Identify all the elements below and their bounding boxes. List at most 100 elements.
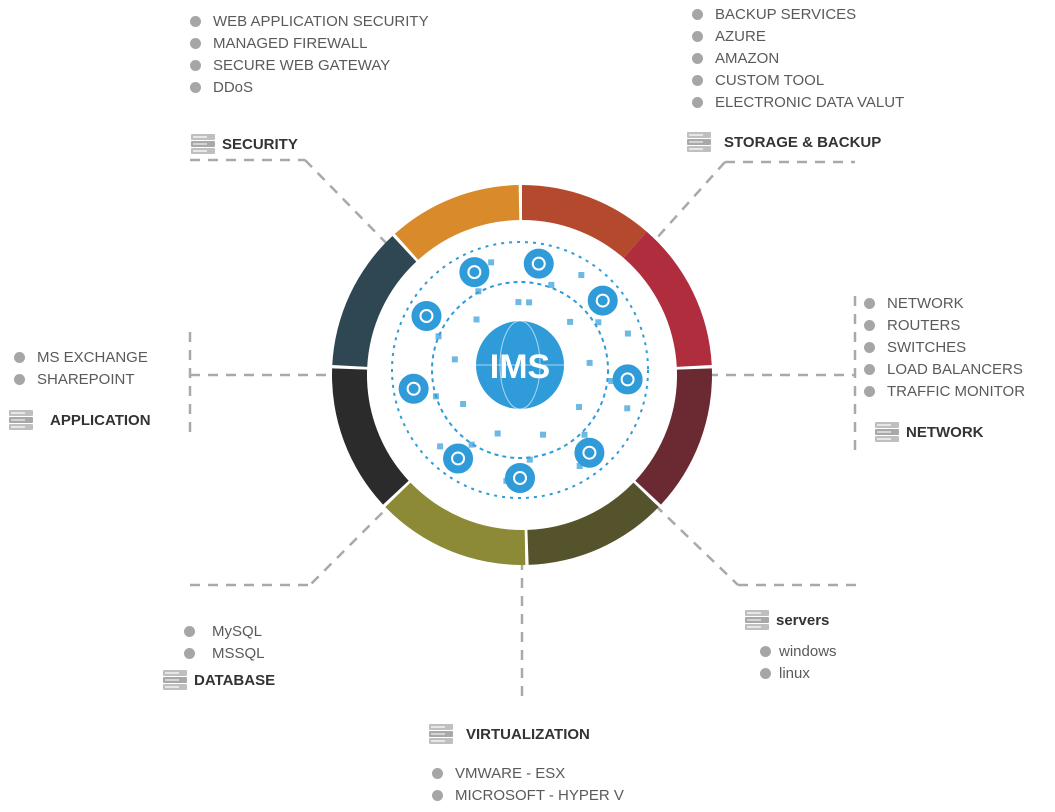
database-list: MySQL MSSQL [184,620,275,664]
database-stack-icon [686,131,712,153]
small-device-icon [473,316,480,323]
servers-heading: servers [744,606,837,634]
list-item: DDoS [190,76,429,98]
service-glyph-icon [582,445,597,460]
bullet-icon [864,385,875,397]
connector-lines [188,158,860,700]
small-device-icon [576,404,583,411]
network-list: NETWORK ROUTERS SWITCHES LOAD BALANCERS … [864,292,1025,402]
service-glyph-icon [419,309,434,323]
virtualization-heading: VIRTUALIZATION [428,720,624,748]
bullet-icon [190,37,201,49]
small-device-icon [427,302,434,309]
center-graphic: IMS [391,241,649,499]
list-item: NETWORK [864,292,1025,314]
small-device-icon [576,463,583,470]
service-bubble-icon [409,299,444,333]
small-device-icon [475,288,482,295]
list-item: SWITCHES [864,336,1025,358]
small-device-icon [548,281,555,288]
storage-heading: STORAGE & BACKUP [686,128,904,156]
bullet-icon [190,81,201,93]
small-device-icon [526,456,533,463]
service-bubble-icon [572,435,607,470]
bullet-icon [14,373,25,385]
list-item: ROUTERS [864,314,1025,336]
small-device-icon [460,401,467,407]
list-item: AMAZON [692,47,904,69]
bullet-icon [432,789,443,801]
database-stack-icon [162,669,188,691]
small-device-icon [578,272,585,279]
small-device-icon [567,318,574,325]
application-heading: APPLICATION [8,406,151,434]
virtualization-list: VMWARE - ESX MICROSOFT - HYPER V [432,762,624,806]
service-bubble-icon [441,441,476,476]
service-bubble-icon [521,246,556,281]
small-device-icon [435,333,442,340]
bullet-icon [864,363,875,375]
small-device-icon [540,431,547,438]
service-glyph-icon [620,372,635,387]
service-bubble-icon [585,283,620,318]
ring-segment-database [385,482,526,565]
list-item: MS EXCHANGE [14,346,151,368]
database-heading: DATABASE [162,666,275,694]
ring-segments [332,185,713,565]
list-item: TRAFFIC MONITOR [864,380,1025,402]
bullet-icon [864,297,875,309]
group-servers: servers windows linux [744,606,837,684]
security-heading: SECURITY [190,130,429,158]
bullet-icon [692,30,703,42]
group-storage: BACKUP SERVICES AZURE AMAZON CUSTOM TOOL… [687,3,904,156]
small-device-icon [595,319,602,326]
database-stack-icon [874,421,900,443]
database-stack-icon [190,133,216,155]
ring-segment-application-dark [332,368,409,505]
connector-security-diag [304,159,394,251]
small-device-icon [624,330,631,337]
list-item: AZURE [692,25,904,47]
service-bubble-icon [610,362,645,397]
security-list: WEB APPLICATION SECURITY MANAGED FIREWAL… [190,10,429,98]
list-item: CUSTOM TOOL [692,69,904,91]
bullet-icon [692,8,703,20]
database-stack-icon [744,609,770,631]
group-network: NETWORK ROUTERS SWITCHES LOAD BALANCERS … [864,292,1025,446]
connector-database-diag [309,499,396,586]
connector-servers-diag [654,504,739,586]
service-glyph-icon [531,256,546,271]
list-item: MICROSOFT - HYPER V [432,784,624,806]
list-item: SHAREPOINT [14,368,151,390]
ring-segment-network [623,231,712,367]
small-device-icon [468,441,475,448]
group-security: WEB APPLICATION SECURITY MANAGED FIREWAL… [190,10,429,158]
ring-segment-virtualization [527,482,659,565]
center-icon-ring [396,246,645,495]
small-device-icon [515,299,522,306]
small-device-icon [608,377,615,384]
service-glyph-icon [513,471,527,485]
ring-segment-application-slate [332,236,417,367]
list-item: ELECTRONIC DATA VALUT [692,91,904,113]
center-inner-ring [431,281,609,459]
bullet-icon [760,667,771,679]
group-virtualization: VIRTUALIZATION VMWARE - ESX MICROSOFT - … [428,720,624,806]
network-heading: NETWORK [874,418,1025,446]
bullet-icon [864,319,875,331]
list-item: MySQL [184,620,275,642]
bullet-icon [184,647,195,659]
bullet-icon [190,59,201,71]
list-item: MSSQL [184,642,275,664]
service-glyph-icon [451,451,466,466]
application-list: MS EXCHANGE SHAREPOINT [14,346,151,390]
group-application: MS EXCHANGE SHAREPOINT APPLICATION [9,346,151,434]
list-item: SECURE WEB GATEWAY [190,54,429,76]
ring-segment-servers [635,368,713,505]
small-device-icon [437,443,444,450]
small-device-icon [624,405,631,412]
database-stack-icon [428,723,454,745]
bullet-icon [760,645,771,657]
small-device-icon [494,430,501,437]
